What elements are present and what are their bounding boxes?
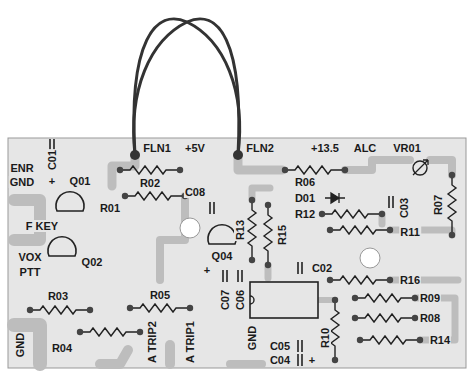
supply-label: +5V (184, 142, 206, 154)
signal-label: GND (14, 332, 26, 358)
capacitor-symbol (298, 354, 302, 366)
jumper-wire (134, 19, 240, 155)
polarity-mark: + (203, 264, 211, 276)
resistor-symbol (331, 297, 339, 363)
part-label: R10 (319, 327, 331, 349)
resistor-symbol (77, 328, 143, 336)
capacitor-symbol (298, 340, 302, 352)
part-label: C05 (269, 340, 291, 352)
polarity-mark: + (48, 175, 56, 187)
part-label: C03 (398, 197, 410, 219)
trace (230, 360, 262, 368)
pad (233, 150, 243, 160)
resistor-symbol (357, 336, 423, 344)
board (8, 138, 466, 368)
part-label: C06 (234, 289, 246, 311)
ic-outline (250, 282, 318, 318)
part-label: C01 (46, 149, 58, 171)
signal-label: VOX (17, 251, 42, 263)
part-label: R13 (234, 219, 246, 241)
signal-label: PTT (19, 266, 42, 278)
trace (430, 160, 452, 175)
signal-label: F KEY (25, 220, 59, 232)
signal-label: A TRIP1 (184, 320, 196, 364)
part-label: D01 (294, 192, 316, 204)
pad (130, 150, 140, 160)
part-label: R03 (47, 290, 69, 302)
resistor-symbol (319, 210, 385, 218)
trace (252, 188, 270, 200)
signal-label: GND (246, 325, 258, 351)
part-label: R09 (419, 292, 441, 304)
trace (165, 345, 175, 364)
signal-label: ENR (9, 162, 34, 174)
part-label: R11 (399, 226, 421, 238)
diode-symbol (325, 193, 345, 203)
resistor-symbol (248, 197, 256, 263)
trimmer-symbol (413, 161, 427, 175)
part-label: VR01 (392, 142, 422, 154)
signal-label: GND (9, 176, 35, 188)
trace (100, 350, 128, 364)
resistor-symbol (117, 166, 183, 174)
transistor-outline (56, 192, 84, 211)
part-label: Q01 (69, 175, 92, 187)
part-label: R12 (294, 208, 316, 220)
wire-label: FLN2 (245, 142, 275, 154)
transistor-outline (208, 225, 236, 244)
part-label: C08 (184, 186, 206, 198)
resistor-symbol (27, 306, 93, 314)
resistor-symbol (264, 202, 272, 268)
capacitor-symbol (389, 196, 393, 208)
trimmer-arrow (413, 160, 428, 175)
part-label: R01 (99, 202, 121, 214)
resistor-symbol (122, 192, 188, 200)
resistor-symbol (448, 172, 456, 238)
part-label: Q02 (81, 256, 104, 268)
part-label: R06 (294, 176, 316, 188)
polarity-mark: + (308, 354, 316, 366)
part-label: R15 (276, 224, 288, 246)
part-label: R08 (419, 312, 441, 324)
mounting-hole (180, 218, 200, 238)
capacitor-symbol (210, 202, 214, 214)
resistor-symbol (282, 166, 348, 174)
part-label: C07 (219, 289, 231, 311)
copper-traces (14, 155, 458, 364)
signal-label: ALC (353, 142, 378, 154)
supply-label: +13.5 (310, 142, 340, 154)
part-label: R16 (399, 274, 421, 286)
capacitor-symbol (238, 270, 242, 282)
part-label: C04 (269, 354, 291, 366)
resistor-symbol (352, 314, 418, 322)
resistor-symbol (327, 226, 393, 234)
trace (345, 160, 410, 170)
transistor-outline (48, 237, 76, 256)
trace (160, 196, 185, 280)
resistor-symbol (352, 294, 418, 302)
part-label: Q04 (211, 250, 234, 262)
part-label: R04 (51, 342, 73, 354)
trace (14, 325, 40, 364)
wire-label: FLN1 (142, 142, 172, 154)
part-label: R07 (432, 194, 444, 216)
trace (238, 155, 282, 170)
part-label: R05 (149, 289, 171, 301)
resistor-symbol (327, 276, 393, 284)
part-label: R14 (429, 334, 451, 346)
mounting-hole (360, 248, 380, 268)
resistor-symbol (127, 304, 193, 312)
jumper-wire (134, 19, 239, 155)
part-label: C02 (311, 262, 333, 274)
capacitor-symbol (298, 262, 302, 274)
ic-notch (250, 296, 254, 304)
signal-label: A TRIP2 (146, 320, 158, 364)
capacitor-symbol (223, 270, 227, 282)
part-label: R02 (139, 177, 161, 189)
